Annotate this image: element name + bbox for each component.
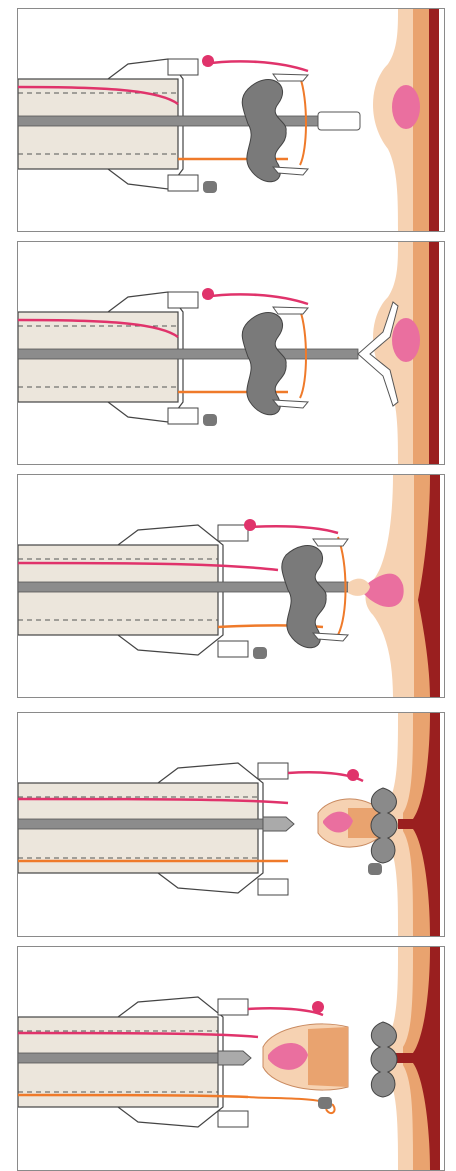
cap-block-bottom xyxy=(168,408,198,424)
clip xyxy=(242,80,286,182)
anchor-bottom xyxy=(368,863,382,875)
tissue-wall-dark xyxy=(429,242,439,465)
cap-block-top xyxy=(218,525,248,541)
screw-tip xyxy=(318,112,360,130)
clip-teeth-top xyxy=(313,539,348,546)
suture-pink-top xyxy=(203,61,308,71)
pink-knot xyxy=(347,769,359,781)
clip-closed xyxy=(371,1022,397,1097)
clip-closed xyxy=(371,788,397,863)
rod-tip xyxy=(263,817,294,831)
cap-block-top xyxy=(168,59,198,75)
clip xyxy=(282,546,326,648)
pink-knot xyxy=(202,288,214,300)
pink-knot xyxy=(244,519,256,531)
resected-specimen-mid xyxy=(308,1027,348,1087)
suture-pink-top xyxy=(248,526,338,533)
cap-block-top xyxy=(168,292,198,308)
pink-knot xyxy=(312,1001,324,1013)
anchor-bottom xyxy=(318,1097,332,1109)
cap-block-bottom xyxy=(258,879,288,895)
suture-pink-top xyxy=(203,294,308,304)
panel-step-3 xyxy=(17,474,445,698)
panel-step-5 xyxy=(17,946,445,1171)
center-rod xyxy=(18,819,278,829)
lesion xyxy=(392,85,420,129)
anchor-bottom xyxy=(203,181,217,193)
diagram-step-1 xyxy=(18,9,445,232)
rod-tip xyxy=(218,1051,251,1065)
cap-block-bottom xyxy=(168,175,198,191)
lesion xyxy=(392,318,420,362)
tissue-wall-dark xyxy=(429,9,439,232)
diagram-step-4 xyxy=(18,713,445,937)
anchor-bottom xyxy=(253,647,267,659)
cap-block-top xyxy=(258,763,288,779)
panel-step-4 xyxy=(17,712,445,937)
cap-block-bottom xyxy=(218,1111,248,1127)
cap-block-bottom xyxy=(218,641,248,657)
diagram-step-5 xyxy=(18,947,445,1171)
clip xyxy=(242,313,286,415)
diagram-step-2 xyxy=(18,242,445,465)
clip-teeth-top xyxy=(273,307,308,314)
suture-pink-top xyxy=(248,1008,323,1015)
center-rod xyxy=(18,116,348,126)
cap-block-top xyxy=(218,999,248,1015)
center-rod xyxy=(18,349,358,359)
pink-knot xyxy=(202,55,214,67)
anchor-bottom xyxy=(203,414,217,426)
clip-teeth-top xyxy=(273,74,308,81)
panel-step-2 xyxy=(17,241,445,465)
center-rod xyxy=(18,1053,238,1063)
panel-step-1 xyxy=(17,8,445,232)
diagram-step-3 xyxy=(18,475,445,698)
